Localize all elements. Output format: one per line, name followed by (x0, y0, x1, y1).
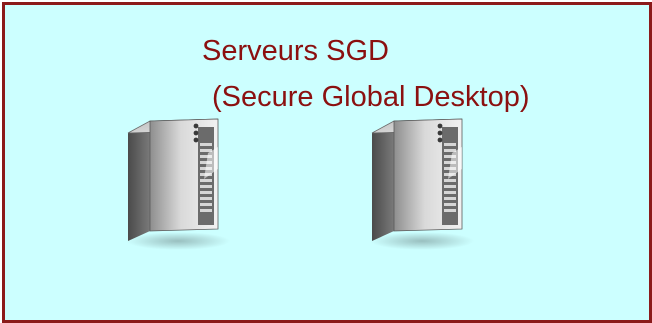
server-tower-icon (364, 113, 476, 253)
server-tower-icon (120, 113, 232, 253)
title-line-servers: Serveurs SGD (202, 35, 389, 67)
title-line-sgd: (Secure Global Desktop) (212, 81, 530, 113)
